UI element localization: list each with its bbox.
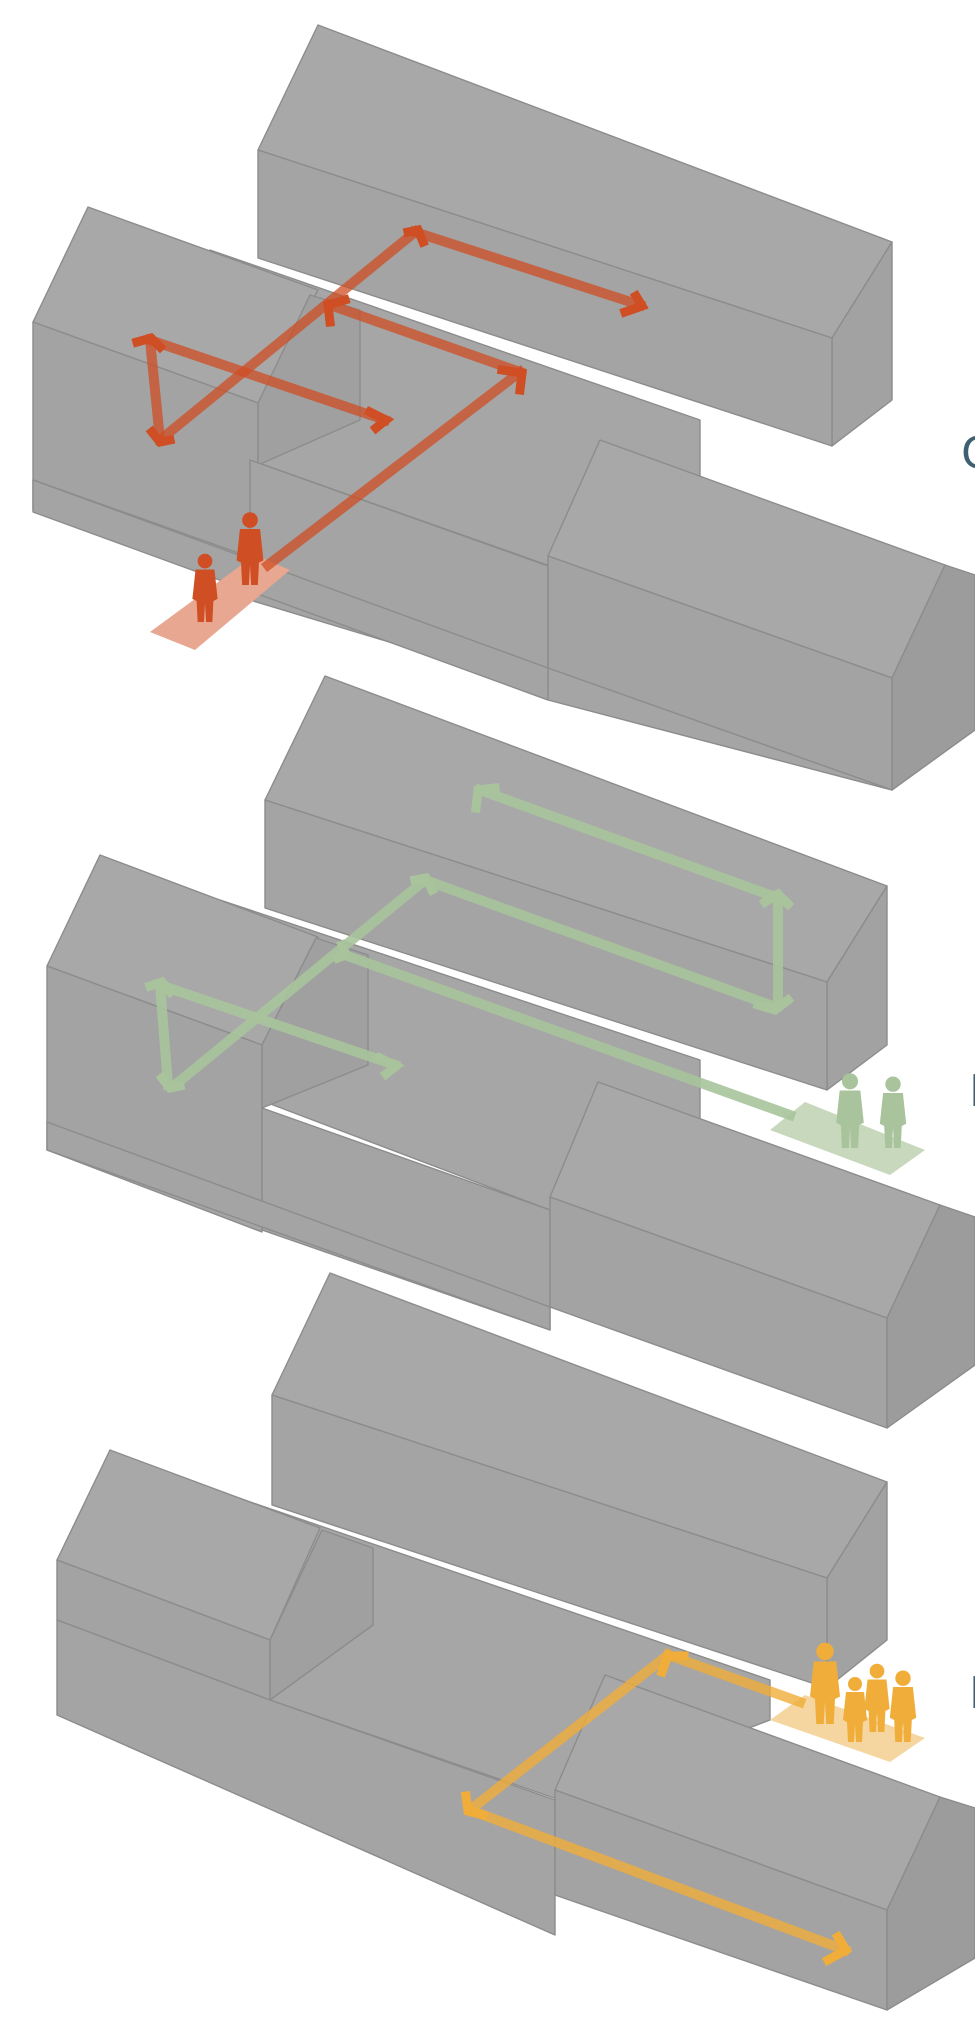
- panel-3-edge-text: I: [969, 1672, 975, 1716]
- panel-1: [33, 25, 975, 790]
- panel-2-edge-text: I: [969, 1070, 975, 1114]
- panel-1-edge-text: C: [961, 432, 975, 476]
- building-mass: [47, 676, 975, 1428]
- panel-2: [47, 676, 975, 1428]
- building-mass: [33, 25, 975, 790]
